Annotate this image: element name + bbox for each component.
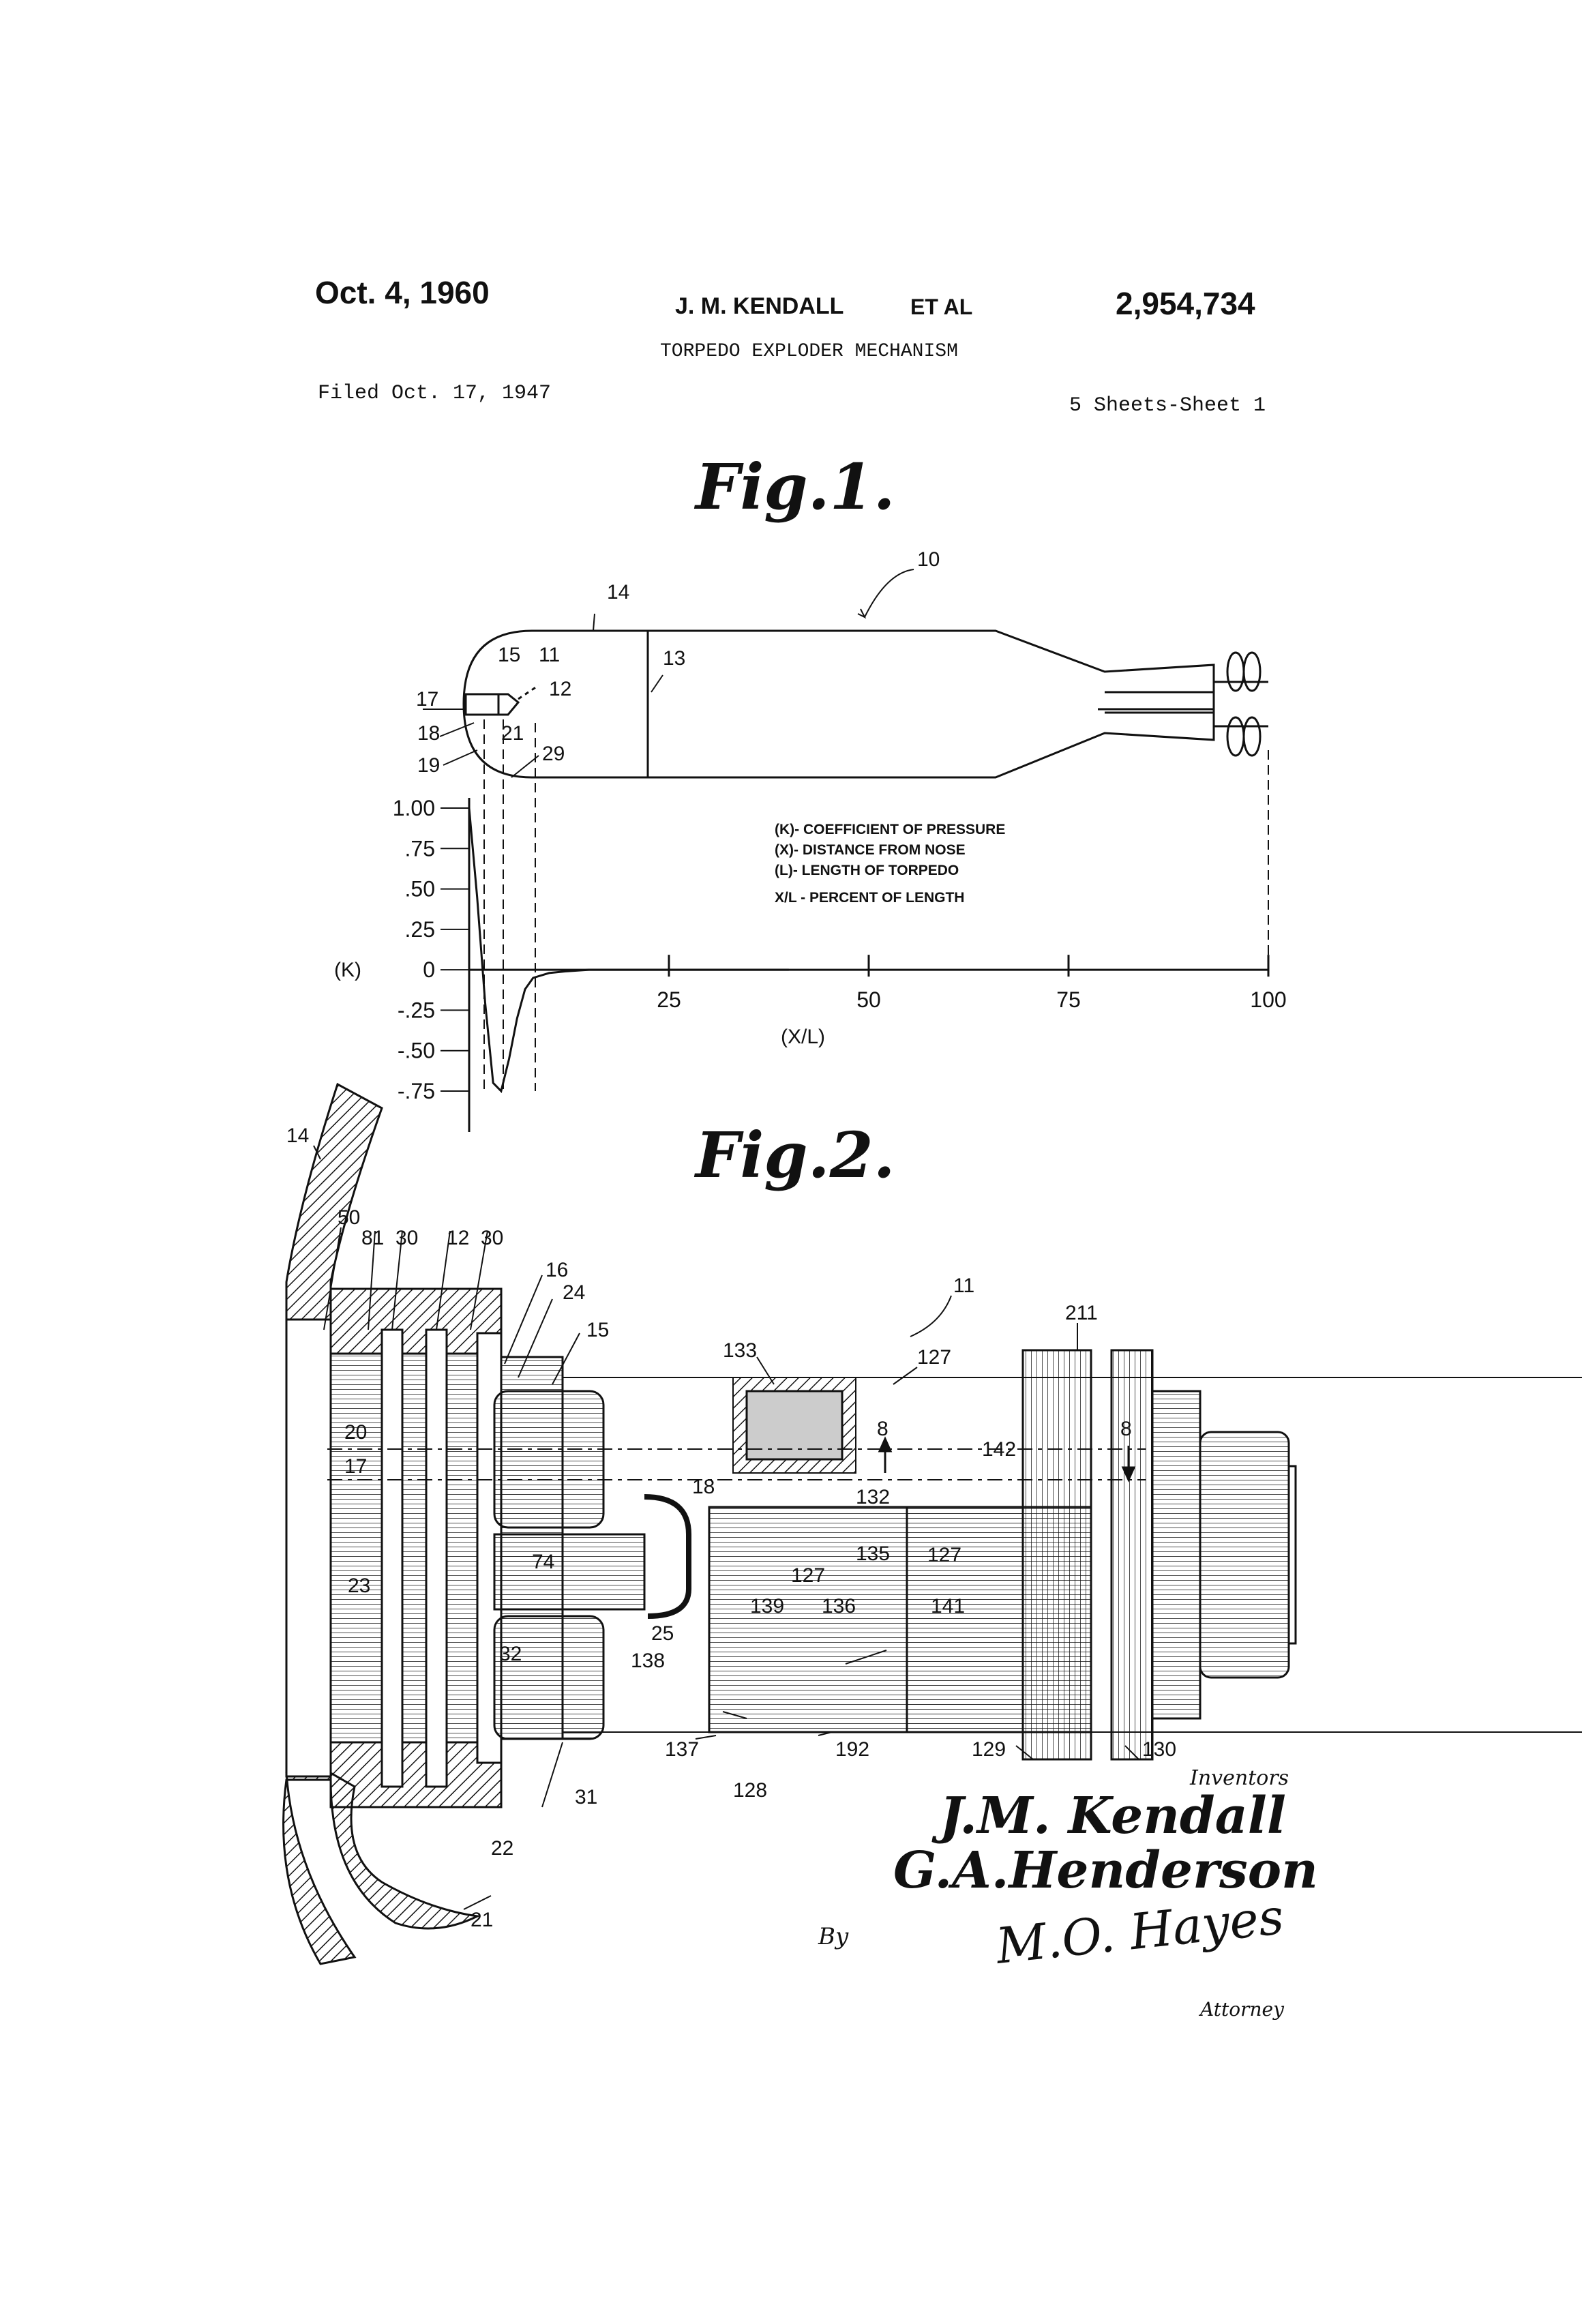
ref-label: 127 bbox=[791, 1564, 825, 1587]
ref-label: 15 bbox=[586, 1319, 609, 1341]
ref-label: 20 bbox=[344, 1421, 367, 1444]
ref-label: 135 bbox=[856, 1543, 890, 1565]
ref-label: 8 bbox=[877, 1418, 889, 1440]
ref-label: 130 bbox=[1142, 1738, 1176, 1761]
ref-label: 129 bbox=[972, 1738, 1006, 1761]
ref-label: 192 bbox=[835, 1738, 869, 1761]
ref-label: 31 bbox=[575, 1786, 597, 1808]
ref-label: 22 bbox=[491, 1837, 513, 1860]
ref-label: 30 bbox=[481, 1227, 503, 1249]
ref-label: 136 bbox=[822, 1595, 856, 1618]
ref-label: 16 bbox=[546, 1259, 568, 1281]
inventor-signature-1: J.M. Kendall bbox=[940, 1787, 1286, 1845]
by-label: By bbox=[818, 1923, 848, 1950]
ref-label: 25 bbox=[651, 1622, 674, 1645]
housing-body bbox=[494, 1350, 1582, 1759]
ref-label: 32 bbox=[499, 1643, 522, 1665]
ref-label: 74 bbox=[532, 1551, 554, 1573]
ref-label: 142 bbox=[982, 1438, 1016, 1461]
ref-label: 12 bbox=[447, 1227, 469, 1249]
ref-label: 23 bbox=[348, 1575, 370, 1597]
ref-label: 127 bbox=[917, 1346, 951, 1369]
ref-label: 17 bbox=[344, 1455, 367, 1478]
ref-label: 8 bbox=[1120, 1418, 1132, 1440]
ref-label: 24 bbox=[563, 1281, 585, 1304]
ref-label: 139 bbox=[750, 1595, 784, 1618]
ref-label: 11 bbox=[953, 1275, 974, 1297]
attorney-caption: Attorney bbox=[1200, 1998, 1284, 2021]
ref-label: 141 bbox=[931, 1595, 965, 1618]
ref-label: 138 bbox=[631, 1650, 665, 1672]
ref-label: 128 bbox=[733, 1779, 767, 1802]
ref-label: 211 bbox=[1065, 1302, 1098, 1324]
ref-label: 127 bbox=[927, 1544, 961, 1566]
ref-label: 14 bbox=[286, 1124, 309, 1147]
ref-label: 132 bbox=[856, 1486, 890, 1508]
ref-label: 81 bbox=[361, 1227, 384, 1249]
ref-label: 133 bbox=[723, 1339, 757, 1362]
ref-label: 50 bbox=[338, 1206, 360, 1229]
ref-label: 18 bbox=[692, 1476, 715, 1498]
ref-label: 21 bbox=[471, 1909, 493, 1931]
ref-label: 137 bbox=[665, 1738, 699, 1761]
ref-label: 30 bbox=[395, 1227, 418, 1249]
